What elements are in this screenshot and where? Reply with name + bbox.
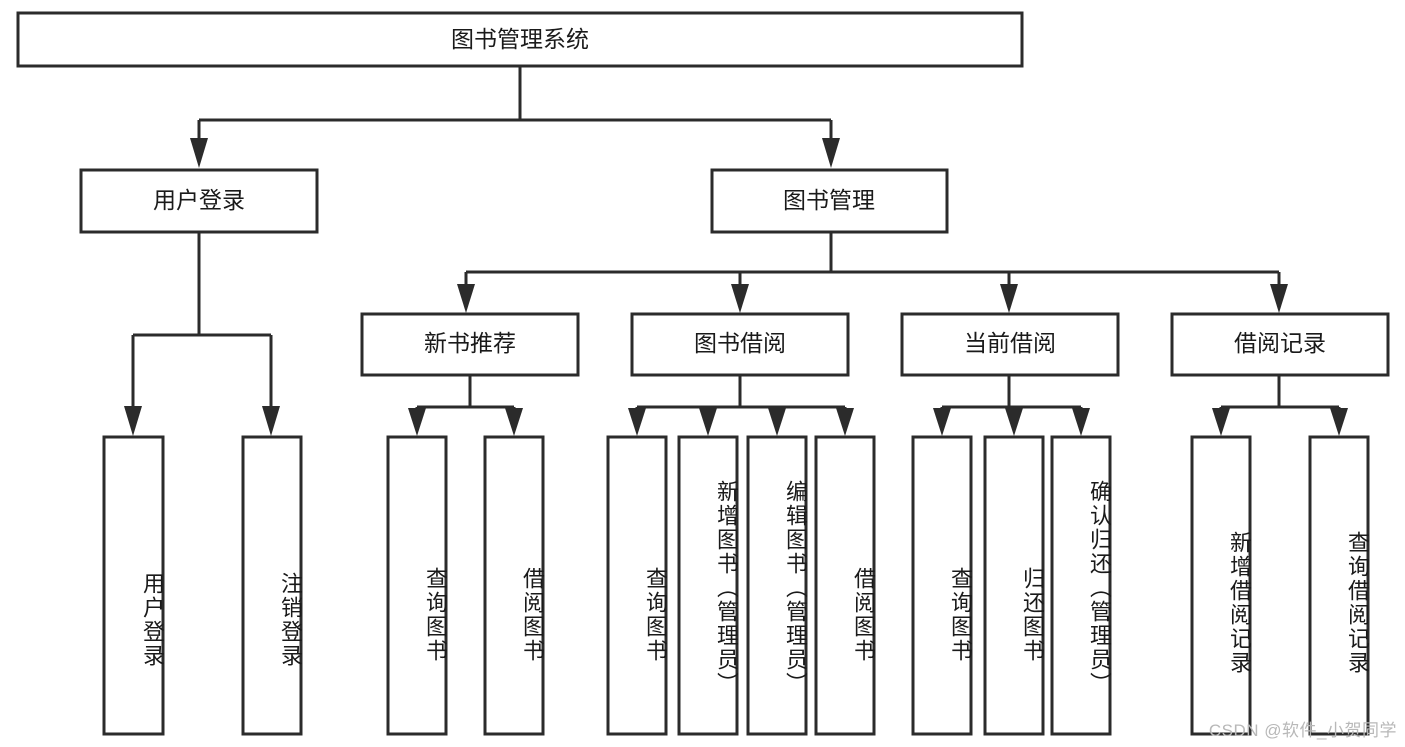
node-root-label: 图书管理系统 (451, 26, 589, 52)
node-new-book-recommend[interactable]: 新书推荐 (360, 312, 580, 377)
node-borrow-record[interactable]: 借阅记录 (1170, 312, 1390, 377)
node-user-login[interactable]: 用户登录 (79, 168, 319, 234)
node-current-borrow[interactable]: 当前借阅 (900, 312, 1120, 377)
leaf-node-borrow-book-2[interactable] (814, 435, 876, 736)
node-borrow-record-label: 借阅记录 (1234, 330, 1326, 356)
connector-newbook-to-leaves (408, 375, 523, 436)
leaf-node-user-login[interactable] (102, 435, 165, 736)
connector-userlogin-to-leaves (124, 232, 280, 436)
leaf-node-edit-book[interactable] (746, 435, 808, 736)
leaf-node-confirm-return[interactable] (1050, 435, 1112, 736)
node-book-borrow-label: 图书借阅 (694, 330, 786, 356)
node-book-manage[interactable]: 图书管理 (710, 168, 949, 234)
leaf-node-return-book[interactable] (983, 435, 1045, 736)
node-book-manage-label: 图书管理 (783, 187, 875, 213)
connector-currentborrow-to-leaves (933, 375, 1090, 436)
leaf-node-add-book[interactable] (677, 435, 739, 736)
leaf-node-query-borrow-record[interactable] (1308, 435, 1370, 736)
connector-borrowrecord-to-leaves (1212, 375, 1348, 436)
csdn-watermark: CSDN @软件_小贺同学 (1208, 721, 1397, 740)
connector-bookborrow-to-leaves (628, 375, 854, 436)
connector-bookmanage-to-level3 (457, 232, 1288, 313)
node-root[interactable]: 图书管理系统 (16, 11, 1024, 68)
leaf-node-add-borrow-record[interactable] (1190, 435, 1252, 736)
node-book-borrow[interactable]: 图书借阅 (630, 312, 850, 377)
node-current-borrow-label: 当前借阅 (964, 330, 1056, 356)
leaf-node-borrow-book-1[interactable] (483, 435, 545, 736)
node-user-login-label: 用户登录 (153, 187, 245, 213)
node-new-book-recommend-label: 新书推荐 (424, 330, 516, 356)
leaf-node-user-logout[interactable] (241, 435, 303, 736)
connector-root-to-level2 (190, 66, 840, 168)
leaf-node-query-book-3[interactable] (911, 435, 973, 736)
leaf-node-query-book-2[interactable] (606, 435, 668, 736)
leaf-node-query-book-1[interactable] (386, 435, 448, 736)
